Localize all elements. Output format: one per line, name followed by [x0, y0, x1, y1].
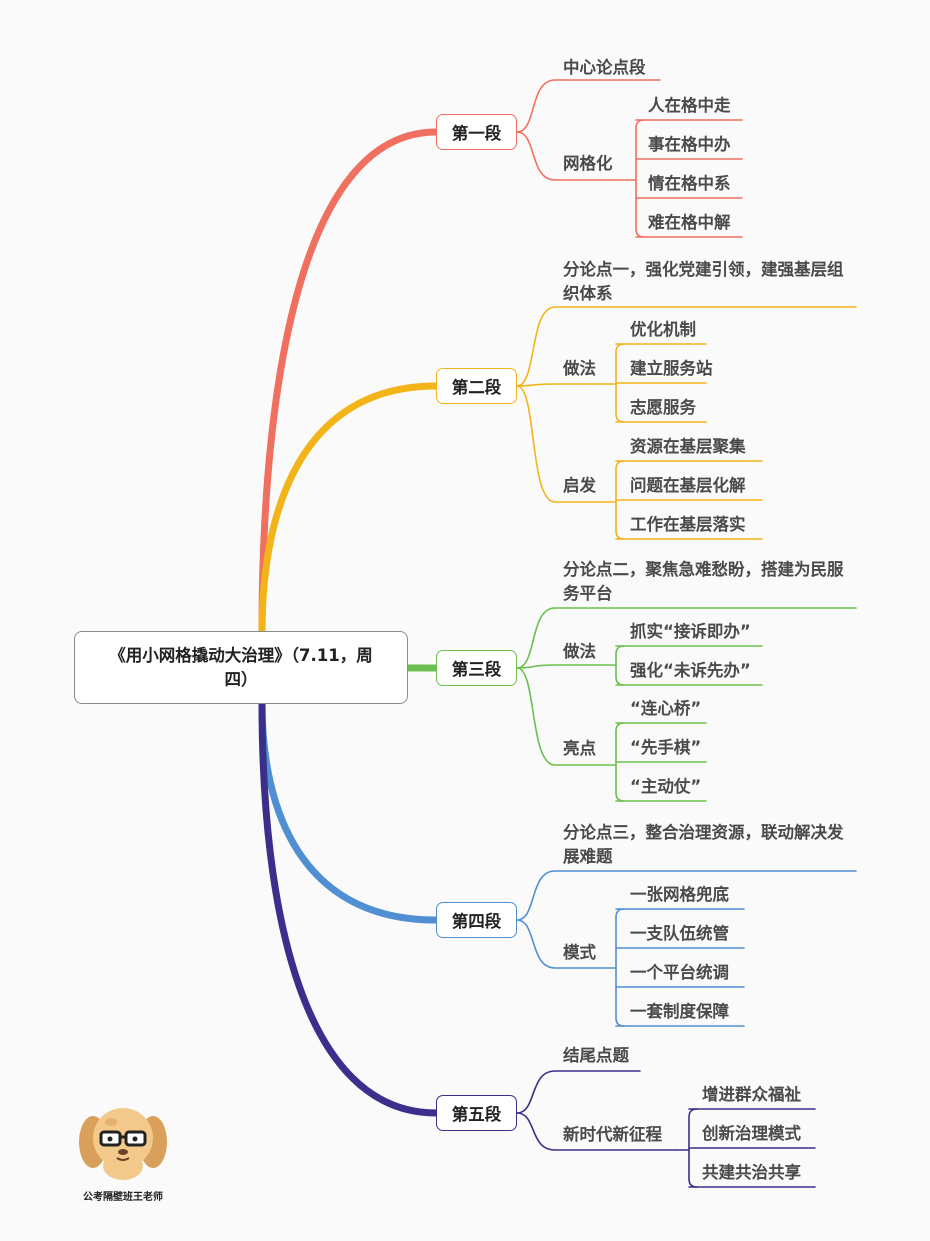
leaf-2-3-3[interactable]: 工作在基层落实 — [630, 515, 746, 534]
branch-5-2[interactable]: 新时代新征程 — [563, 1125, 662, 1144]
connector-line — [516, 919, 604, 969]
section-node-2[interactable]: 第二段 — [436, 368, 517, 404]
leaf-4-2-3[interactable]: 一个平台统调 — [630, 963, 729, 982]
section-node-5[interactable]: 第五段 — [436, 1095, 517, 1131]
leaf-2-3-1[interactable]: 资源在基层聚集 — [630, 437, 746, 456]
connector-line — [516, 1070, 641, 1114]
connector-line — [258, 128, 440, 636]
branch-1-1[interactable]: 中心论点段 — [563, 58, 646, 77]
watermark-caption: 公考隔壁班王老师 — [83, 1192, 163, 1203]
branch-3-3[interactable]: 亮点 — [563, 739, 596, 758]
leaf-1-2-4[interactable]: 难在格中解 — [648, 213, 731, 232]
connector-line — [615, 908, 625, 1027]
leaf-2-2-2[interactable]: 建立服务站 — [630, 359, 713, 378]
leaf-1-2-2[interactable]: 事在格中办 — [648, 135, 731, 154]
branch-4-1[interactable]: 分论点三，整合治理资源，联动解决发展难题 — [563, 823, 844, 866]
branch-2-2[interactable]: 做法 — [563, 359, 596, 378]
leaf-3-2-1[interactable]: 抓实“接诉即办” — [630, 622, 751, 641]
section-node-1[interactable]: 第一段 — [436, 114, 517, 150]
connector-line — [258, 699, 440, 1117]
leaf-4-2-2[interactable]: 一支队伍统管 — [630, 924, 729, 943]
connector-line — [516, 383, 604, 387]
section-node-4[interactable]: 第四段 — [436, 902, 517, 938]
connector-line — [516, 870, 857, 921]
leaf-1-2-1[interactable]: 人在格中走 — [648, 96, 731, 115]
connector-line — [258, 699, 440, 924]
connector-line — [615, 645, 625, 686]
leaf-3-3-2[interactable]: “先手棋” — [630, 738, 702, 757]
root-title: 《用小网格撬动大治理》（7.11，周四） — [109, 645, 373, 689]
leaf-3-3-3[interactable]: “主动仗” — [630, 777, 702, 796]
connector-line — [258, 382, 440, 636]
leaf-1-2-3[interactable]: 情在格中系 — [648, 174, 731, 193]
branch-4-2[interactable]: 模式 — [563, 943, 596, 962]
connector-line — [635, 119, 645, 238]
connector-line — [516, 1112, 677, 1151]
leaf-3-2-2[interactable]: 强化“未诉先办” — [630, 661, 751, 680]
leaf-2-3-2[interactable]: 问题在基层化解 — [630, 476, 746, 495]
leaf-5-2-1[interactable]: 增进群众福祉 — [702, 1085, 801, 1104]
branch-5-1[interactable]: 结尾点题 — [563, 1046, 629, 1065]
leaf-3-3-1[interactable]: “连心桥” — [630, 699, 702, 718]
leaf-4-2-4[interactable]: 一套制度保障 — [630, 1002, 729, 1021]
connector-line — [516, 306, 857, 387]
watermark-logo: 公考隔壁班王老师 — [68, 1100, 178, 1203]
connector-line — [516, 79, 661, 133]
connector-line — [516, 667, 604, 766]
connector-line — [516, 131, 616, 181]
branch-1-2[interactable]: 网格化 — [563, 154, 613, 173]
branch-3-1[interactable]: 分论点二，聚焦急难愁盼，搭建为民服务平台 — [563, 560, 844, 603]
root-node[interactable]: 《用小网格撬动大治理》（7.11，周四） — [74, 631, 408, 704]
leaf-4-2-1[interactable]: 一张网格兜底 — [630, 885, 729, 904]
branch-2-3[interactable]: 启发 — [563, 476, 596, 495]
leaf-5-2-2[interactable]: 创新治理模式 — [702, 1124, 801, 1143]
connector-line — [516, 607, 857, 669]
section-node-3[interactable]: 第三段 — [436, 650, 517, 686]
dog-avatar-icon — [79, 1108, 167, 1180]
connector-line — [516, 664, 604, 669]
branch-3-2[interactable]: 做法 — [563, 642, 596, 661]
branch-2-1[interactable]: 分论点一，强化党建引领，建强基层组织体系 — [563, 260, 844, 303]
leaf-2-2-1[interactable]: 优化机制 — [630, 320, 696, 339]
connector-line — [516, 385, 604, 503]
leaf-5-2-3[interactable]: 共建共治共享 — [702, 1163, 801, 1182]
leaf-2-2-3[interactable]: 志愿服务 — [630, 398, 696, 417]
